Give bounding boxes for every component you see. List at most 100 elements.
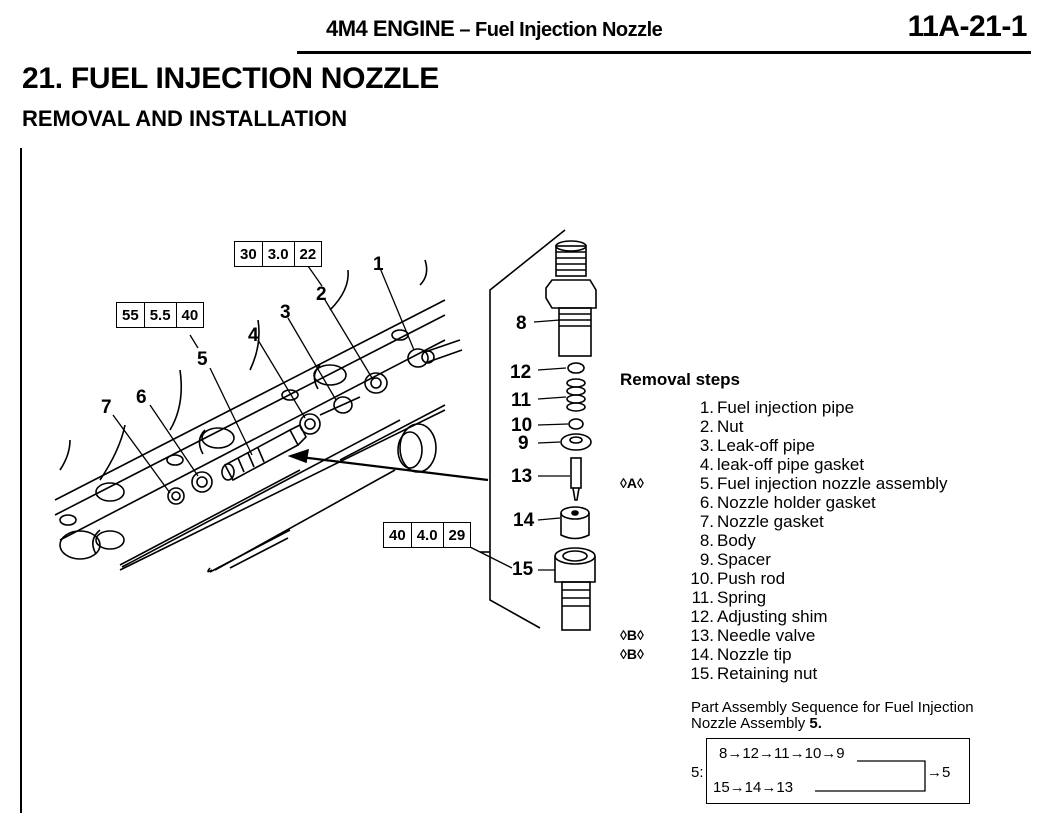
shim-drawing <box>567 362 585 374</box>
step-number: 2. <box>699 417 714 436</box>
callout-12: 12 <box>510 362 532 383</box>
removal-step: 15.Retaining nut <box>620 664 1020 683</box>
assembly-sequence-caption: Part Assembly Sequence for Fuel Injectio… <box>691 700 1031 732</box>
removal-step: 4.leak-off pipe gasket <box>620 455 1020 474</box>
callout-1: 1 <box>373 254 384 275</box>
step-label: Nozzle holder gasket <box>717 493 876 512</box>
push-rod-drawing <box>568 418 584 430</box>
torque-nm: 30 <box>235 242 263 266</box>
removal-step: ◊B◊14.Nozzle tip <box>620 645 1020 664</box>
callout-13: 13 <box>511 466 533 487</box>
caption-line-2: Nozzle Assembly <box>691 715 810 732</box>
section-subtitle: REMOVAL AND INSTALLATION <box>22 106 348 131</box>
torque-kgfm: 4.0 <box>412 523 444 547</box>
step-label: Nozzle gasket <box>717 512 824 531</box>
torque-ftlbs: 29 <box>448 526 466 544</box>
torque-kgfm: 5.5 <box>145 303 177 327</box>
torque-ftlbs: 40 <box>181 306 199 324</box>
removal-step: 9.Spacer <box>620 550 1020 569</box>
callout-6: 6 <box>136 387 147 408</box>
step-label: leak-off pipe gasket <box>717 455 865 474</box>
callout-10: 10 <box>511 415 533 436</box>
removal-step: 11.Spring <box>620 588 1020 607</box>
step-label: Retaining nut <box>717 664 818 683</box>
service-point-mark <box>620 455 680 474</box>
callout-5: 5 <box>197 349 208 370</box>
step-label: Push rod <box>717 569 786 588</box>
nozzle-assembly-drawing <box>221 423 307 482</box>
callout-4: 4 <box>248 325 259 346</box>
removal-step: 1.Fuel injection pipe <box>620 398 1020 417</box>
step-label: Body <box>717 531 756 550</box>
sequence-label: 5: <box>691 764 704 781</box>
callout-9: 9 <box>518 433 529 454</box>
service-point-mark: ◊B◊ <box>620 646 644 662</box>
service-point-mark <box>620 664 680 683</box>
step-number: 6. <box>699 493 714 512</box>
step-label: Leak-off pipe <box>717 436 815 455</box>
leader-lines <box>112 265 415 494</box>
section-title: 21. FUEL INJECTION NOZZLE <box>22 62 439 95</box>
removal-step: ◊A◊5.Fuel injection nozzle assembly <box>620 474 1020 493</box>
service-point-mark <box>620 550 680 569</box>
torque-spec-part-5: 55 5.5 40 <box>116 302 205 328</box>
removal-step: 7.Nozzle gasket <box>620 512 1020 531</box>
nozzle-tip-drawing <box>560 506 590 540</box>
exploded-bracket <box>489 229 566 629</box>
removal-step: 6.Nozzle holder gasket <box>620 493 1020 512</box>
service-point-mark <box>620 607 680 626</box>
callout-7: 7 <box>101 397 112 418</box>
torque-ftlbs: 22 <box>299 245 317 263</box>
removal-step: 3.Leak-off pipe <box>620 436 1020 455</box>
caption-bold: 5. <box>809 715 822 732</box>
sequence-bracket <box>815 760 926 792</box>
removal-step: 12.Adjusting shim <box>620 607 1020 626</box>
step-label: Spacer <box>717 550 771 569</box>
step-number: 14. <box>690 645 714 664</box>
callout-15: 15 <box>512 559 534 580</box>
body-drawing <box>545 240 597 357</box>
header-subject: Fuel Injection Nozzle <box>475 19 663 41</box>
step-number: 10. <box>690 569 714 588</box>
torque-spec-part-2: 30 3.0 22 <box>234 241 323 267</box>
install-arrow <box>287 448 489 482</box>
torque-nm: 40 <box>384 523 412 547</box>
assembly-sequence-box: 8→12→11→10→9 15→14→13 <box>706 738 970 804</box>
torque-spec-part-15: 40 4.0 29 <box>383 522 472 548</box>
callout-14: 14 <box>513 510 535 531</box>
service-point-mark <box>620 569 680 588</box>
retaining-nut-drawing <box>554 547 596 631</box>
needle-valve-drawing <box>570 457 582 501</box>
step-number: 11. <box>691 588 714 607</box>
step-number: 9. <box>699 550 714 569</box>
step-number: 1. <box>699 398 714 417</box>
step-number: 7. <box>699 512 714 531</box>
service-point-mark: ◊B◊ <box>620 627 644 643</box>
header-engine: 4M4 ENGINE <box>326 16 455 41</box>
step-number: 12. <box>690 607 714 626</box>
service-point-mark <box>620 588 680 607</box>
header-rule <box>297 51 1031 54</box>
callout-3: 3 <box>280 302 291 323</box>
service-point-mark <box>620 512 680 531</box>
gasket-6-drawing <box>191 471 213 493</box>
caption-line-1: Part Assembly Sequence for Fuel Injectio… <box>691 699 974 716</box>
spring-drawing <box>566 378 586 412</box>
callout-11: 11 <box>511 390 532 411</box>
step-label: Fuel injection nozzle assembly <box>717 474 948 493</box>
step-label: Fuel injection pipe <box>717 398 855 417</box>
service-point-mark <box>620 531 680 550</box>
step-label: Spring <box>717 588 767 607</box>
removal-step: 8.Body <box>620 531 1020 550</box>
removal-steps-heading: Removal steps <box>620 370 740 389</box>
running-header: 4M4 ENGINE – Fuel Injection Nozzle <box>326 16 663 42</box>
step-number: 5. <box>699 474 714 493</box>
service-point-mark <box>620 493 680 512</box>
page-number: 11A-21-1 <box>907 10 1028 43</box>
callout-8: 8 <box>516 313 527 334</box>
sequence-line-1: 8→12→11→10→9 <box>719 745 845 762</box>
sequence-result: →5 <box>927 764 951 781</box>
service-point-mark <box>620 398 680 417</box>
margin-rule <box>20 148 22 813</box>
